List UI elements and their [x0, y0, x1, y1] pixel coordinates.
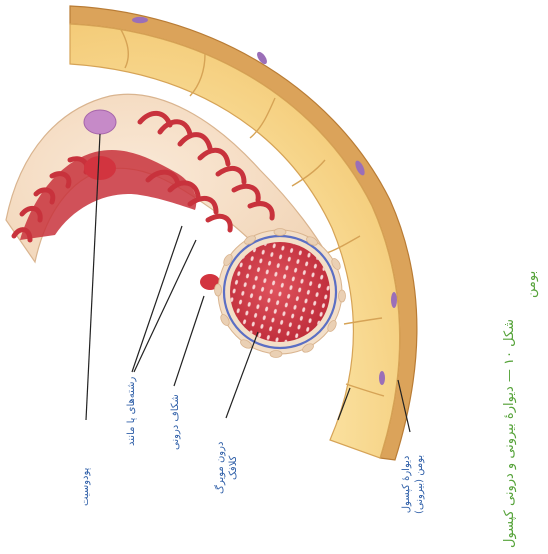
red-patch — [84, 156, 116, 180]
label-finger-processes: رشته‌های پا مانند — [126, 377, 137, 446]
figure-caption-line1: شکل ۱۰ — دیوارهٔ بیرونی و درونی کپسول — [502, 319, 517, 548]
label-capsule-wall: دیوارهٔ کپسول بومن (بیرونی) — [400, 455, 426, 514]
glomerular-capillary — [215, 229, 346, 358]
label-glomerular-capillary-line2: کلافک — [227, 442, 240, 494]
figure-caption-line2: بومن — [524, 271, 539, 298]
label-inner-gap: شکاف درونی — [170, 394, 181, 450]
label-glomerular-capillary: درون مویرگ کلافک — [214, 442, 240, 494]
label-glomerular-capillary-line1: درون مویرگ — [214, 442, 227, 494]
podocyte-nucleus — [84, 110, 116, 134]
label-capsule-wall-line1: دیوارهٔ کپسول — [400, 455, 413, 514]
label-podocyte: پودوسیت — [80, 468, 91, 506]
label-capsule-wall-line2: بومن (بیرونی) — [413, 455, 426, 514]
